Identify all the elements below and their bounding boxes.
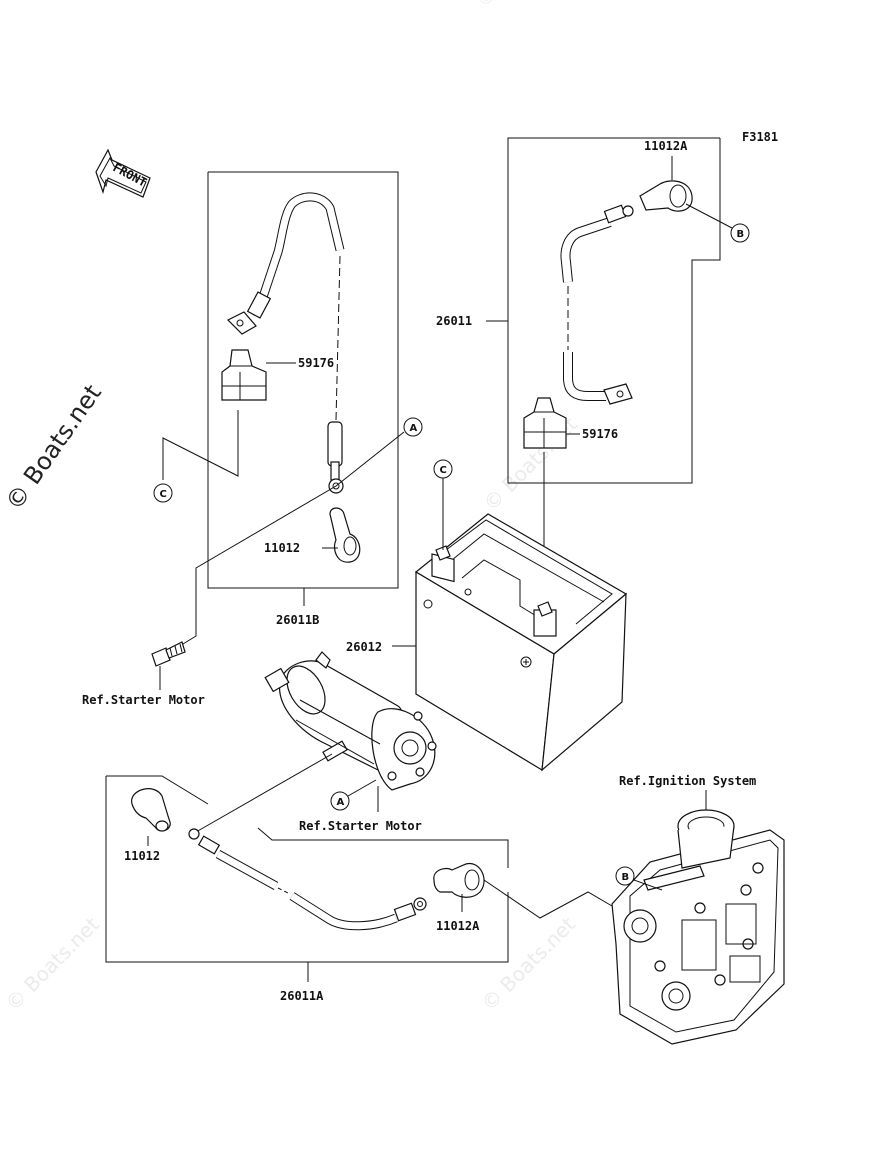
watermark-left: © Boats.net (0, 379, 107, 515)
svg-text:A: A (410, 423, 418, 434)
cable-26011a-bracket (105, 775, 509, 982)
front-arrow-icon: FRONT (95, 148, 151, 198)
cable-26011b (226, 192, 345, 494)
cable-26011-bracket (486, 137, 721, 484)
label-59176-right: 59176 (582, 427, 618, 441)
ignition-housing (611, 790, 785, 1045)
starter-motor (264, 651, 437, 812)
label-59176-left: 59176 (298, 356, 334, 370)
leader-b-bottom (483, 879, 613, 919)
callout-a-bottom: A (330, 791, 350, 811)
figure-code: F3181 (742, 130, 778, 144)
leader-b-housing (633, 879, 663, 891)
terminal-cover-11012-top (322, 507, 361, 563)
boot-59176-left (221, 349, 296, 401)
terminal-cover-11012a-top (639, 156, 733, 229)
cable-26011b-bracket (207, 171, 399, 606)
label-11012a-top: 11012A (644, 139, 688, 153)
label-26011a: 26011A (280, 989, 324, 1003)
ref-starter-motor-left: Ref.Starter Motor (82, 693, 205, 707)
boot-59176-right (523, 397, 580, 449)
watermark-bottom-left: © Boats.net (1, 912, 104, 1015)
label-11012-top: 11012 (264, 541, 300, 555)
callout-a-top: A (403, 417, 423, 437)
svg-text:C: C (440, 465, 447, 476)
leader-a-top (182, 431, 405, 645)
terminal-cover-11012a-bottom (433, 862, 485, 912)
cable-26011 (560, 204, 634, 405)
label-26012: 26012 (346, 640, 382, 654)
svg-text:C: C (160, 489, 167, 500)
label-26011: 26011 (436, 314, 472, 328)
callout-b-bottom: B (615, 866, 635, 886)
label-11012a-bottom: 11012A (436, 919, 480, 933)
callout-c-left: C (153, 483, 173, 503)
cable-26011a (188, 828, 427, 931)
svg-text:B: B (737, 229, 745, 240)
callout-b-top: B (730, 223, 750, 243)
terminal-cover-11012-bottom (131, 788, 171, 846)
ref-ignition-system: Ref.Ignition System (619, 774, 756, 788)
battery-26012 (414, 513, 628, 772)
ref-starter-motor-center: Ref.Starter Motor (299, 819, 422, 833)
leader-a-bottom (347, 779, 377, 797)
callout-c-battery: C (433, 459, 453, 479)
svg-text:B: B (622, 872, 630, 883)
label-26011b: 26011B (276, 613, 319, 627)
watermark-top: © Boats.net (473, 0, 565, 12)
leader-c-left (162, 410, 239, 480)
watermark-bottom-center: © Boats.net (477, 912, 580, 1015)
svg-text:A: A (337, 797, 345, 808)
bolt-left (151, 641, 186, 690)
leader-cable-to-starter (195, 753, 333, 833)
label-11012-bottom: 11012 (124, 849, 160, 863)
